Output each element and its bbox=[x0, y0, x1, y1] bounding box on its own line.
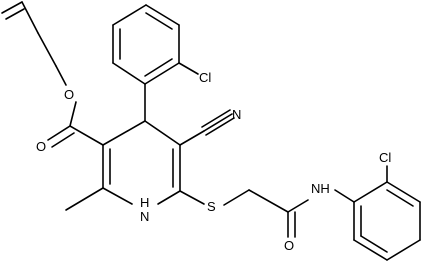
bond bbox=[144, 62, 180, 85]
bond bbox=[102, 187, 133, 205]
bond bbox=[386, 239, 421, 261]
amide-nh-label: NH bbox=[311, 181, 330, 196]
ring-hydrogen-label: H bbox=[140, 195, 149, 210]
bond bbox=[179, 130, 205, 146]
bond bbox=[37, 32, 57, 67]
nitrile-nitrogen-label: N bbox=[232, 107, 241, 122]
carbonyl-oxygen-label: O bbox=[36, 139, 46, 154]
bond bbox=[55, 65, 67, 86]
bond bbox=[51, 132, 75, 148]
bond bbox=[69, 101, 77, 127]
bond bbox=[102, 120, 146, 146]
bond bbox=[179, 190, 205, 205]
bond bbox=[5, 8, 25, 20]
bond bbox=[145, 12, 173, 30]
bond bbox=[144, 58, 173, 77]
bond bbox=[157, 190, 181, 205]
bond bbox=[223, 189, 250, 206]
bond bbox=[178, 62, 199, 75]
bond bbox=[287, 199, 309, 213]
chlorine-right-label: Cl bbox=[379, 150, 391, 165]
bond bbox=[144, 120, 181, 146]
bond bbox=[1, 1, 23, 14]
ester-oxygen-label: O bbox=[64, 87, 74, 102]
bond bbox=[360, 235, 388, 253]
amide-oxygen-label: O bbox=[284, 238, 294, 253]
bond bbox=[21, 1, 39, 34]
bond bbox=[205, 117, 235, 136]
bond bbox=[353, 181, 388, 203]
bond bbox=[145, 4, 180, 26]
bond bbox=[65, 187, 104, 211]
bond bbox=[47, 125, 71, 141]
bond bbox=[201, 109, 231, 128]
bond bbox=[112, 62, 146, 85]
bond bbox=[69, 125, 104, 146]
ring-nitrogen-label: N bbox=[140, 209, 149, 224]
bond bbox=[386, 189, 414, 207]
bond bbox=[112, 4, 147, 26]
bond bbox=[248, 189, 289, 213]
sulfur-label: S bbox=[207, 199, 216, 214]
bond bbox=[386, 181, 421, 203]
bond bbox=[353, 239, 388, 261]
bond bbox=[334, 189, 355, 203]
bond bbox=[203, 113, 233, 132]
chlorine-top-label: Cl bbox=[199, 70, 211, 85]
